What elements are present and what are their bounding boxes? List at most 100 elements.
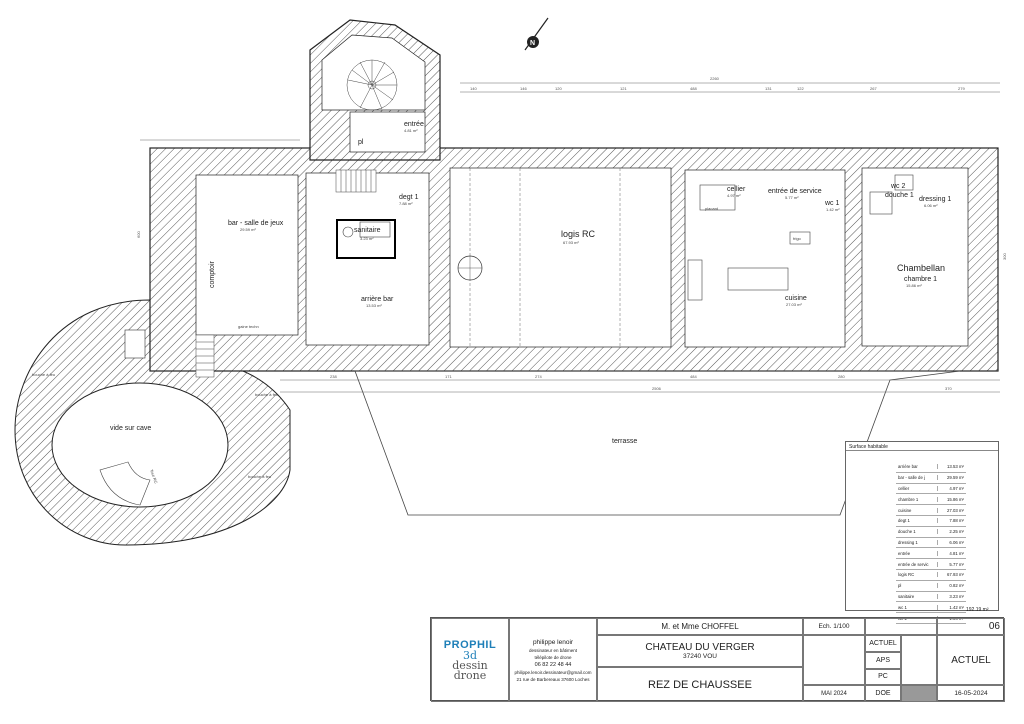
label-terrasse: terrasse: [612, 438, 637, 445]
phase-doe: DOE: [865, 685, 901, 702]
title-block: PROPHIL 3d dessin drone philippe lenoir …: [430, 617, 1005, 702]
dim-b4: 484: [690, 374, 697, 379]
area-entree: 4.81 m²: [404, 128, 418, 133]
label-chambellan: Chambellan: [897, 263, 945, 273]
surface-room-name: dressing 1: [898, 539, 918, 545]
dim-b5: 280: [838, 374, 845, 379]
surface-room-area: 13.53 m²: [937, 464, 966, 470]
surface-table: Surface habitable arrière bar 13.53 m² bar…: [845, 441, 999, 624]
surface-room-area: 1.42 m²: [937, 604, 966, 610]
label-arriere-bar: arrière bar: [361, 296, 394, 303]
phase-marker: [901, 685, 937, 702]
surface-room-name: arrière bar: [898, 464, 918, 470]
author-desc2: télépilote de drone: [534, 654, 572, 660]
area-bar: 29.59 m²: [240, 227, 256, 232]
phase-pc: PC: [865, 668, 901, 686]
surface-room-area: 15.86 m²: [937, 496, 966, 502]
surface-room-name: douche 1: [898, 529, 916, 535]
area-sanitaire: 3.23 m²: [360, 236, 374, 241]
label-bar: bar - salle de jeux: [228, 220, 284, 227]
dim-right: 300: [1002, 253, 1007, 260]
label-cellier: cellier: [727, 186, 746, 193]
dim-b6: 370: [945, 386, 952, 391]
dim-total-bottom: 2506: [652, 386, 662, 391]
dim-d2: 146: [520, 86, 527, 91]
logo-drone: drone: [453, 669, 487, 682]
surface-room-name: wc 1: [898, 604, 907, 610]
area-wc1: 1.42 m²: [826, 207, 840, 212]
dim-left: 600: [136, 231, 141, 238]
author-phone: 06 82 22 48 44: [534, 661, 572, 668]
surface-title: Surface habitable: [846, 442, 998, 451]
dim-b3: 274: [535, 374, 542, 379]
surface-rows: arrière bar 13.53 m² bar - salle de j 29.59…: [896, 462, 966, 624]
surface-room-name: entrée: [898, 550, 911, 556]
surface-room-area: 3.23 m²: [937, 593, 966, 599]
project-city: 37240 VOU: [683, 653, 717, 660]
surface-room-area: 29.59 m²: [937, 475, 966, 481]
surface-room-area: 27.03 m²: [937, 507, 966, 513]
spiral-stair: [346, 59, 398, 111]
label-degt: degt 1: [399, 194, 419, 201]
dim-b2: 171: [445, 374, 452, 379]
surface-room-name: cellier: [898, 485, 910, 491]
author-desc1: dessinateur en bâtiment: [528, 647, 578, 653]
surface-room-name: bar - salle de j: [898, 475, 925, 481]
phase-actuel: ACTUEL: [865, 635, 901, 652]
surface-row: cuisine 27.03 m²: [896, 505, 966, 516]
dim-total-top: 2260: [710, 76, 720, 81]
dim-d5: 488: [690, 86, 697, 91]
author-address: 21 rue de Barbereaux 37600 Loches: [516, 676, 590, 682]
label-wc2: wc 2: [890, 183, 906, 190]
surface-room-area: 7.88 m²: [937, 518, 966, 524]
label-pl: pl: [358, 139, 364, 146]
area-cuisine: 27.03 m²: [786, 302, 802, 307]
area-entree-service: 5.77 m²: [785, 195, 799, 200]
label-vide-cave: vide sur cave: [110, 425, 151, 432]
area-cellier: 4.97 m²: [727, 193, 741, 198]
logo-3d: 3d: [462, 649, 478, 662]
label-wc1: wc 1: [824, 200, 840, 207]
dim-d8: 267: [870, 86, 877, 91]
dim-d9: 279: [958, 86, 965, 91]
label-tour-rc: Tour RC: [149, 469, 159, 485]
dim-d1: 140: [470, 86, 477, 91]
surface-room-area: 2.25 m²: [937, 529, 966, 535]
surface-room-name: logis RC: [898, 572, 915, 578]
surface-room-name: cuisine: [898, 507, 912, 513]
surface-row: bar - salle de j 29.59 m²: [896, 473, 966, 484]
label-bouche-feu-1: bouche à feu: [255, 392, 278, 397]
label-cuisine: cuisine: [785, 295, 807, 302]
label-sanitaire: sanitaire: [354, 227, 381, 234]
surface-room-area: 0.82 m²: [937, 583, 966, 589]
label-gaine: gaine techn: [238, 324, 259, 329]
author-email: philippe.lenoir.dessinateur@gmail.com: [514, 669, 592, 675]
bath-fixtures: [342, 174, 914, 238]
surface-room-name: degt 1: [898, 518, 910, 524]
dim-d7: 122: [797, 86, 804, 91]
surface-room-area: 5.77 m²: [937, 561, 966, 567]
logo: PROPHIL 3d dessin drone: [431, 618, 509, 702]
area-dressing: 6.06 m²: [924, 203, 938, 208]
label-frigo: frigo: [793, 236, 802, 241]
drawing-title: REZ DE CHAUSSEE: [597, 667, 803, 702]
dim-d3: 120: [555, 86, 562, 91]
main-walls: [149, 19, 999, 372]
surface-room-area: 67.93 m²: [937, 572, 966, 578]
dim-d6: 131: [765, 86, 772, 91]
label-logis: logis RC: [561, 229, 596, 239]
label-chambre: chambre 1: [904, 276, 937, 283]
scale: Ech. 1/100: [803, 618, 865, 635]
surface-row: degt 1 7.88 m²: [896, 516, 966, 527]
area-chambre: 15.86 m²: [906, 283, 922, 288]
kitchen-fixtures: [687, 184, 811, 301]
